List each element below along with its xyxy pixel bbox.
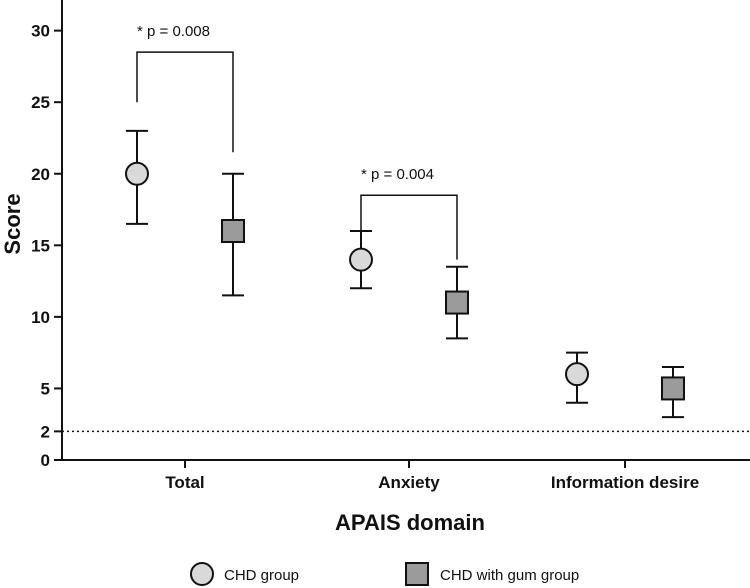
y-tick-label: 10 bbox=[31, 308, 50, 327]
legend-marker-chd-gum-group bbox=[405, 562, 429, 586]
data-point-square bbox=[661, 376, 685, 401]
y-tick-label: 15 bbox=[31, 236, 50, 255]
x-tick-label: Total bbox=[165, 473, 204, 492]
legend-label-chd-gum-group: CHD with gum group bbox=[440, 567, 579, 584]
significance-bracket bbox=[360, 194, 458, 260]
legend-label-chd-group: CHD group bbox=[224, 567, 299, 584]
data-point-circle bbox=[349, 247, 373, 272]
x-axis-title: APAIS domain bbox=[335, 510, 485, 535]
y-tick-label: 30 bbox=[31, 22, 50, 41]
data-point-square bbox=[221, 219, 245, 243]
legend: CHD group CHD with gum group bbox=[190, 562, 579, 586]
x-tick-label: Information desire bbox=[551, 473, 699, 492]
data-point-circle bbox=[565, 362, 589, 387]
significance-label: * p = 0.008 bbox=[137, 23, 210, 40]
y-tick-label: 0 bbox=[41, 451, 50, 470]
x-tick-label: Anxiety bbox=[378, 473, 440, 492]
data-point-circle bbox=[125, 161, 149, 186]
significance-label: * p = 0.004 bbox=[361, 166, 434, 183]
y-tick-label: 2 bbox=[41, 422, 50, 441]
significance-bracket bbox=[136, 51, 234, 153]
y-tick-label: 20 bbox=[31, 165, 50, 184]
legend-marker-chd-group bbox=[190, 562, 214, 586]
y-tick-label: 25 bbox=[31, 93, 50, 112]
y-axis-title: Score bbox=[0, 193, 25, 254]
data-point-square bbox=[445, 290, 469, 315]
y-tick-label: 5 bbox=[41, 379, 50, 398]
